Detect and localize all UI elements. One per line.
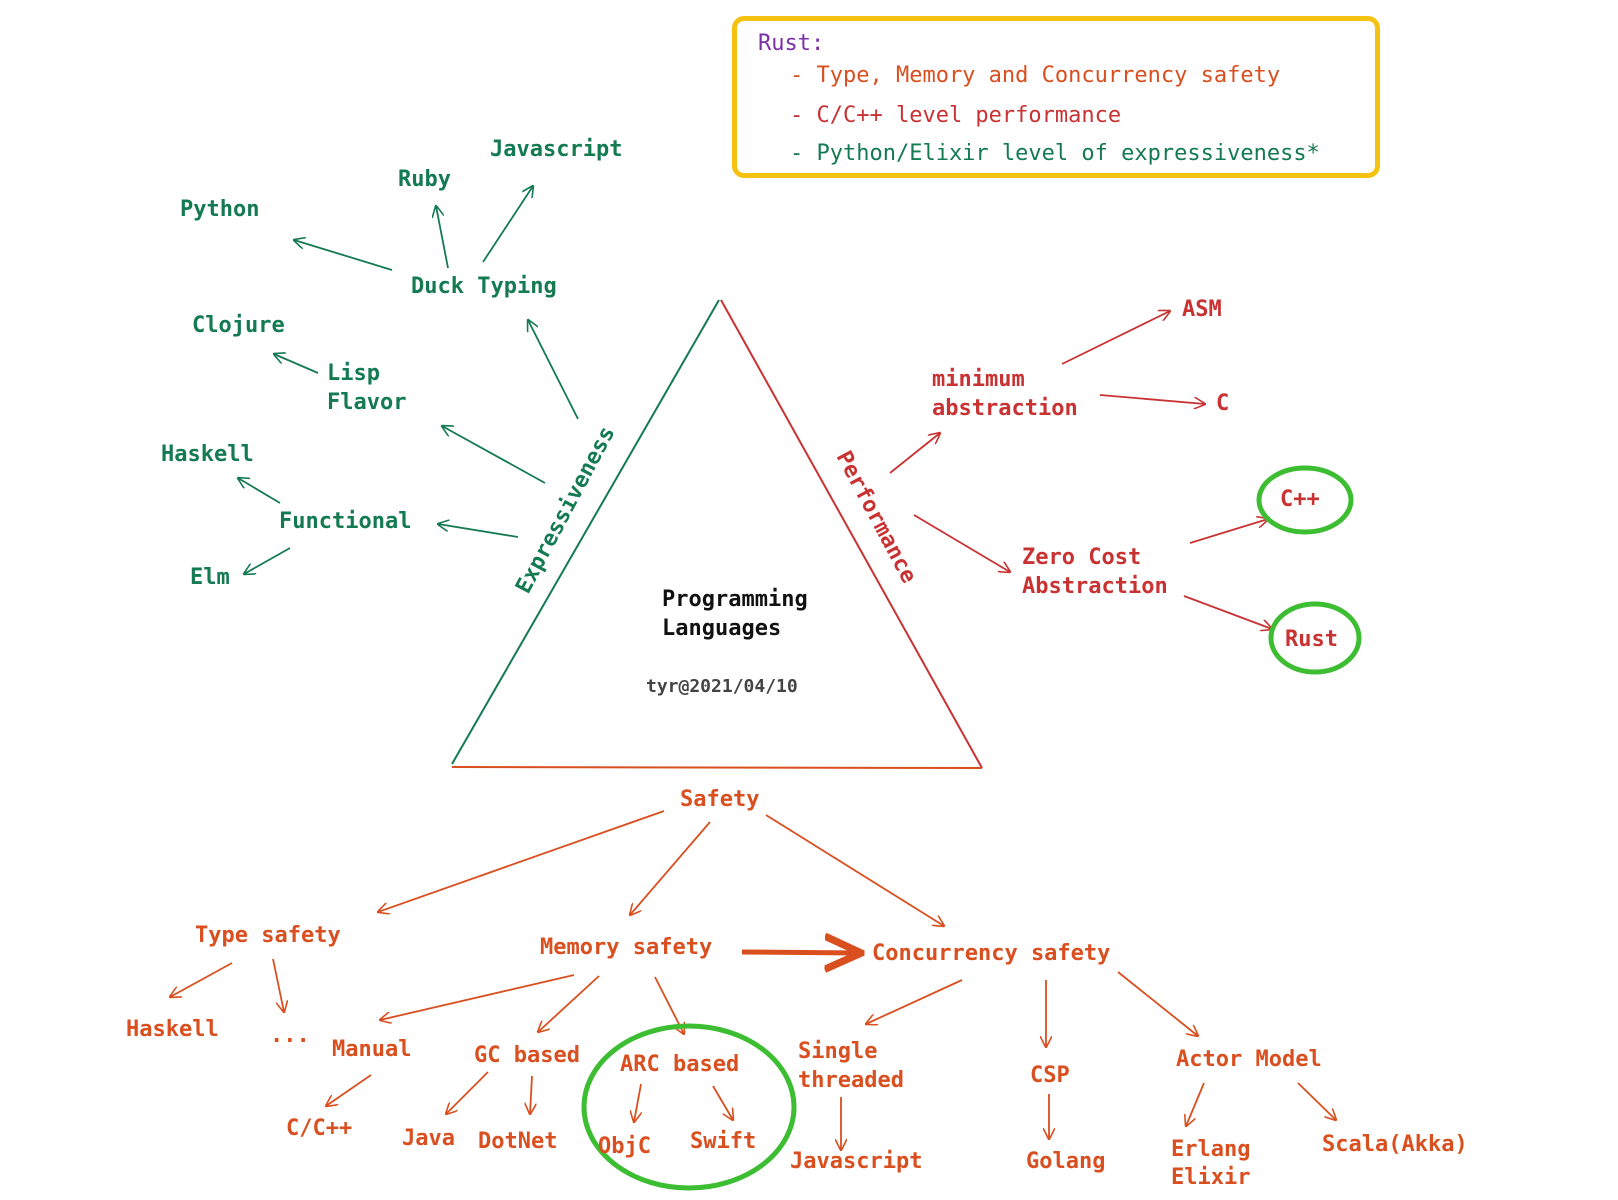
arrow-to-ruby — [436, 206, 449, 269]
functional-label: Functional — [279, 509, 412, 534]
haskell-safety-label: Haskell — [126, 1017, 219, 1042]
arrow-to-gc-based — [538, 975, 600, 1032]
scala-label: Scala(Akka) — [1322, 1132, 1468, 1157]
performance-label: Performance — [831, 447, 921, 587]
triangle-credit: tyr@2021/04/10 — [646, 676, 798, 697]
dotnet-label: DotNet — [478, 1129, 558, 1154]
clojure-label: Clojure — [192, 313, 285, 338]
javascript-label: Javascript — [490, 137, 623, 162]
legend-item-safety: - Type, Memory and Concurrency safety — [790, 63, 1281, 88]
javascript-safety-label: Javascript — [790, 1149, 923, 1174]
arrow-to-clojure — [274, 354, 319, 374]
highlights — [581, 465, 1362, 1191]
arrow-to-ellipsis — [272, 958, 284, 1012]
legend-box: Rust: - Type, Memory and Concurrency saf… — [732, 16, 1380, 178]
safety-arrows — [170, 810, 1336, 1150]
asm-label: ASM — [1182, 297, 1222, 322]
duck-typing-label: Duck Typing — [411, 274, 557, 299]
arrow-to-java — [446, 1071, 489, 1114]
expressiveness-label: Expressiveness — [511, 422, 620, 597]
arrow-to-haskell — [238, 478, 281, 504]
c-cpp-label: C/C++ — [286, 1116, 353, 1141]
arrow-to-zero-cost — [913, 514, 1010, 572]
arrow-to-rust — [1183, 595, 1272, 629]
minimum-label-line2: abstraction — [932, 396, 1078, 421]
triangle-title-line1: Programming — [662, 587, 808, 612]
arrow-to-lisp — [442, 426, 546, 484]
arrow-to-memory-safety — [630, 821, 711, 915]
arrow-memory-to-concurrency — [741, 952, 858, 953]
triangle-left-edge — [451, 299, 720, 765]
safety-label: Safety — [680, 787, 760, 812]
highlight-arc-circle — [581, 1023, 797, 1191]
arrow-to-asm — [1061, 311, 1170, 365]
arrow-to-swift — [712, 1085, 733, 1120]
ellipsis-label: ... — [270, 1023, 310, 1048]
performance-arrows — [889, 311, 1272, 629]
elixir-label: Elixir — [1171, 1165, 1251, 1190]
python-label: Python — [180, 197, 260, 222]
arc-based-label: ARC based — [620, 1052, 740, 1077]
arrow-to-c — [1099, 394, 1205, 404]
arrow-to-c-cpp — [326, 1074, 372, 1106]
arrow-to-python — [294, 240, 393, 271]
manual-label: Manual — [332, 1037, 412, 1062]
legend-item-performance: - C/C++ level performance — [790, 103, 1122, 128]
arrow-to-manual — [380, 974, 575, 1020]
arrow-to-actor-model — [1117, 971, 1198, 1036]
lisp-label-line1: Lisp — [327, 361, 380, 386]
arrow-to-haskell-safety — [170, 962, 233, 997]
c-label: C — [1216, 391, 1230, 416]
arrow-to-duck-typing — [528, 320, 579, 420]
arrow-to-concurrency-safety — [765, 814, 944, 926]
triangle-title-line2: Languages — [662, 616, 782, 641]
single-threaded-label-line2: threaded — [798, 1068, 904, 1093]
highlight-rust-circle — [1268, 601, 1362, 675]
memory-safety-label: Memory safety — [540, 935, 713, 960]
minimum-label-line1: minimum — [932, 367, 1025, 392]
cpp-label: C++ — [1280, 487, 1320, 512]
arrow-to-functional — [438, 524, 519, 538]
arrow-to-javascript — [482, 186, 533, 263]
arrow-to-minimum-abstraction — [889, 433, 940, 474]
objc-label: ObjC — [598, 1134, 651, 1159]
ruby-label: Ruby — [398, 167, 451, 192]
golang-label: Golang — [1026, 1149, 1106, 1174]
triangle-right-edge — [720, 299, 983, 769]
actor-model-label: Actor Model — [1176, 1047, 1322, 1072]
java-label: Java — [402, 1126, 455, 1151]
expressiveness-arrows — [238, 186, 579, 574]
highlight-cpp-circle — [1256, 465, 1354, 535]
erlang-label: Erlang — [1171, 1137, 1251, 1162]
concurrency-safety-label: Concurrency safety — [872, 941, 1111, 966]
lisp-label-line2: Flavor — [327, 390, 407, 415]
triangle — [451, 299, 983, 769]
zero-cost-label-line2: Abstraction — [1022, 574, 1168, 599]
gc-based-label: GC based — [474, 1043, 580, 1068]
rust-label: Rust — [1285, 627, 1338, 652]
single-threaded-label-line1: Single — [798, 1039, 878, 1064]
csp-label: CSP — [1030, 1063, 1070, 1088]
type-safety-label: Type safety — [195, 923, 341, 948]
arrow-to-scala — [1297, 1082, 1336, 1120]
arrow-to-erlang — [1186, 1082, 1205, 1126]
arrow-to-elm — [244, 547, 291, 574]
arrow-to-cpp — [1189, 519, 1268, 544]
arrow-to-dotnet — [530, 1075, 532, 1114]
haskell-label: Haskell — [161, 442, 254, 467]
swift-label: Swift — [690, 1129, 757, 1154]
legend-heading: Rust: — [758, 31, 825, 56]
zero-cost-label-line1: Zero Cost — [1022, 545, 1142, 570]
triangle-bottom-edge — [451, 766, 983, 769]
arrow-to-objc — [634, 1083, 641, 1122]
elm-label: Elm — [190, 565, 230, 590]
legend-item-expressiveness: - Python/Elixir level of expressiveness* — [790, 141, 1320, 166]
arrow-to-single-threaded — [866, 979, 963, 1024]
arrow-to-type-safety — [378, 810, 665, 912]
